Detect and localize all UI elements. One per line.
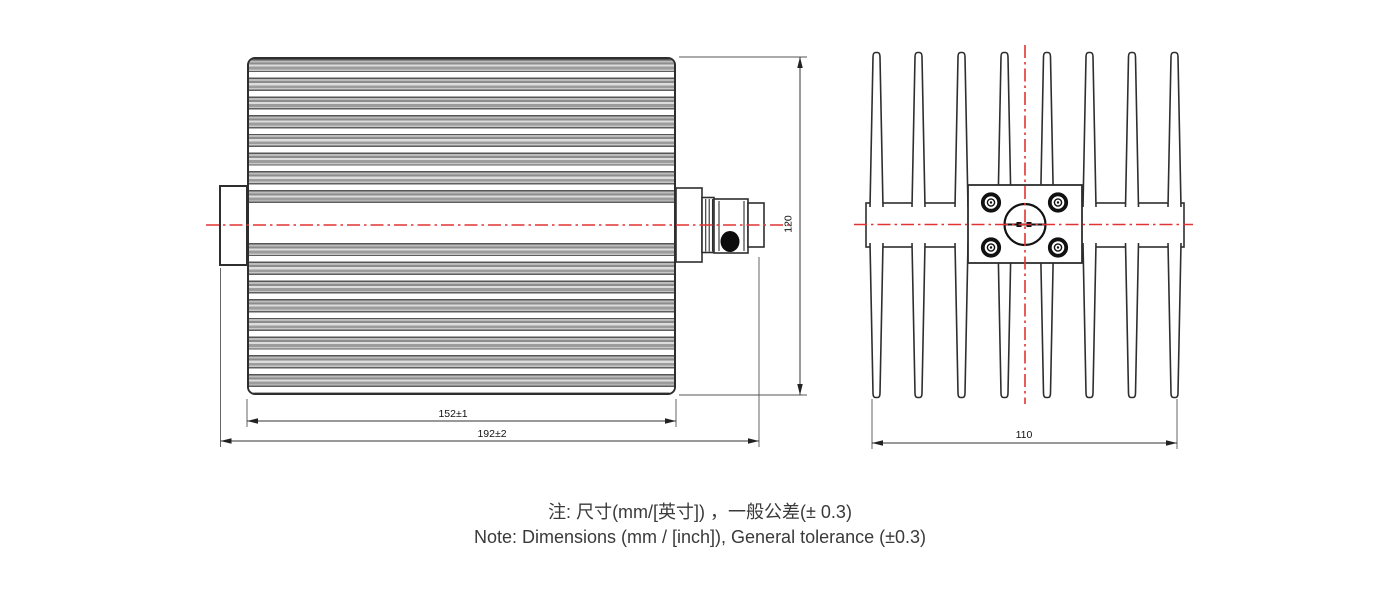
dim-text-overall-height: 120 [783,215,795,233]
flange-screw-bottom-left [980,237,1002,258]
dimension-annotations: 152±1 192±2 120 110 [220,56,1178,449]
flange-screw-top-right [1047,192,1069,213]
tolerance-note: 注: 尺寸(mm/[英寸]) ，一般公差(± 0.3) Note: Dimens… [0,500,1400,550]
connector-hole [720,231,740,252]
side-view-fin-bands-top [249,59,674,207]
side-view-connector [675,187,765,263]
tolerance-note-en: Note: Dimensions (mm / [inch]), General … [473,527,927,547]
side-view-fin-bands-bottom [249,243,674,393]
dim-text-body-length: 152±1 [438,408,467,420]
centerlines [206,45,1193,404]
flange-screw-top-left [980,192,1002,213]
dim-text-front-width: 110 [1016,429,1033,441]
flange-screw-bottom-right [1047,237,1069,258]
dim-text-overall-length: 192±2 [477,428,506,440]
flange-screws [980,192,1069,258]
tolerance-note-zh: 注: 尺寸(mm/[英寸]) ，一般公差(± 0.3) [548,502,852,522]
dimension-lines [220,57,1177,446]
side-view-heatsink-body [247,57,676,395]
